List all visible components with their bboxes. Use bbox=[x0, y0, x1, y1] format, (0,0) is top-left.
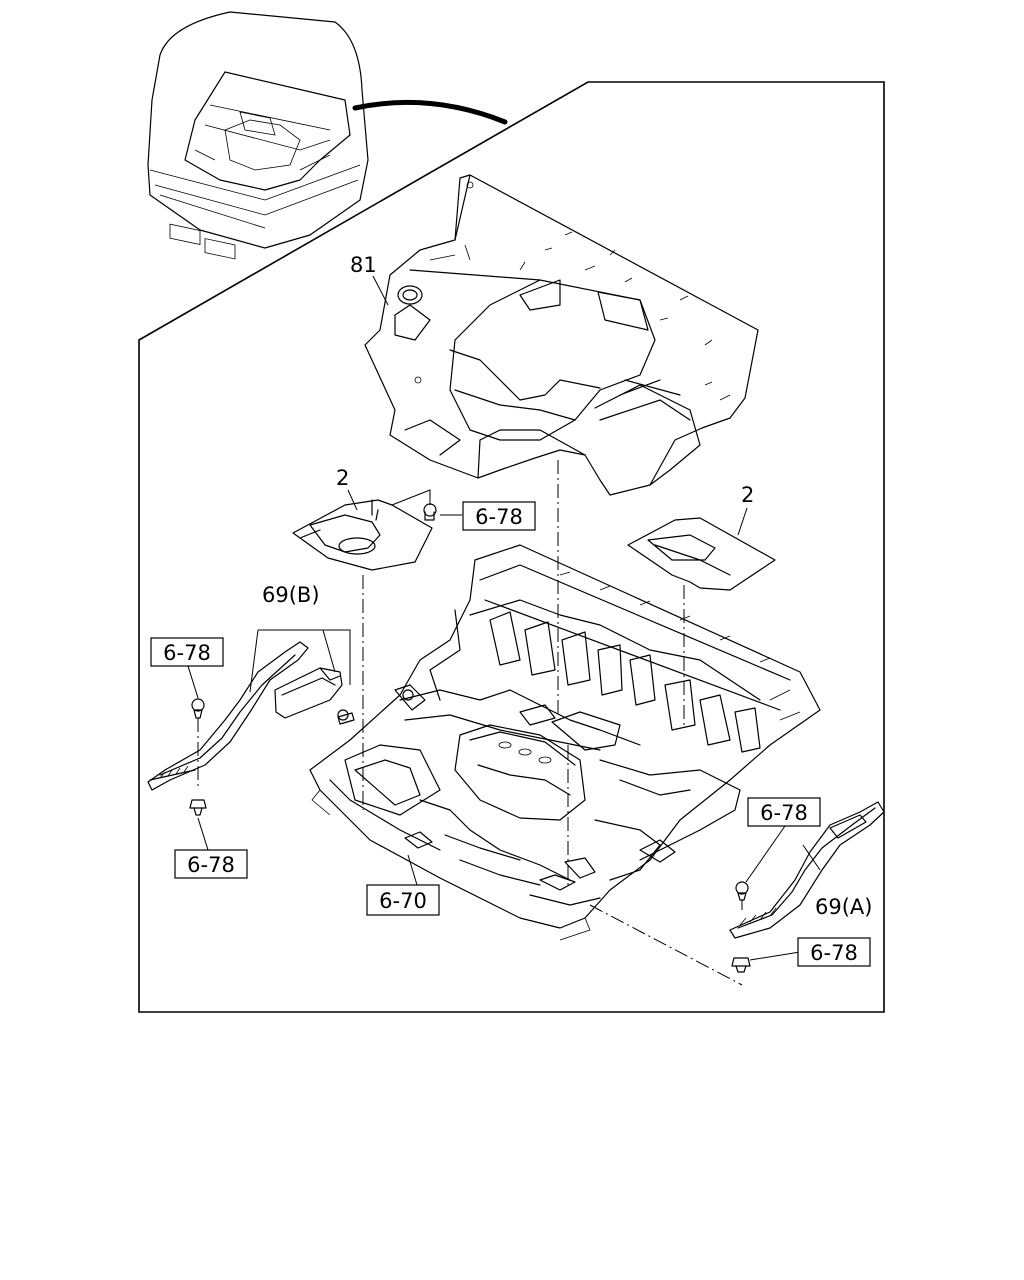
svg-text:81: 81 bbox=[350, 253, 377, 277]
cab-overview-inset bbox=[147, 11, 508, 260]
callout-2-left: 2 bbox=[336, 466, 349, 490]
floor-panel-6-70 bbox=[309, 544, 821, 941]
svg-text:6-78: 6-78 bbox=[187, 853, 235, 877]
ref-box-6-78-right-top: 6-78 bbox=[747, 797, 821, 827]
floor-insulator-81 bbox=[364, 174, 759, 496]
svg-text:6-70: 6-70 bbox=[379, 889, 427, 913]
clip-left-bottom bbox=[189, 799, 207, 816]
svg-text:69(A): 69(A) bbox=[815, 895, 872, 919]
svg-text:69(B): 69(B) bbox=[262, 583, 320, 607]
svg-text:2: 2 bbox=[336, 466, 349, 490]
detail-frame bbox=[138, 81, 885, 1013]
callout-81: 81 bbox=[350, 253, 377, 277]
clip-left-top bbox=[191, 698, 205, 719]
ref-box-6-78-left-top: 6-78 bbox=[150, 637, 224, 667]
heat-insulator-2-right bbox=[627, 517, 776, 591]
svg-text:2: 2 bbox=[741, 483, 754, 507]
callout-2-right: 2 bbox=[741, 483, 754, 507]
ref-box-6-78-center: 6-78 bbox=[462, 501, 536, 531]
svg-text:6-78: 6-78 bbox=[475, 505, 523, 529]
assembly-lines bbox=[197, 460, 743, 986]
svg-text:6-78: 6-78 bbox=[163, 641, 211, 665]
clip-right-bottom bbox=[731, 957, 751, 973]
leader-lines bbox=[187, 275, 821, 961]
heat-insulator-2-left bbox=[292, 489, 437, 571]
ref-box-6-70: 6-70 bbox=[366, 884, 440, 916]
callout-69b: 69(B) bbox=[262, 583, 320, 607]
callout-69a: 69(A) bbox=[815, 895, 872, 919]
scuff-plate-69b bbox=[147, 641, 355, 791]
scuff-plate-69a bbox=[729, 801, 885, 939]
ref-box-6-78-left-bottom: 6-78 bbox=[174, 849, 248, 879]
clip-right-top bbox=[735, 881, 749, 901]
svg-text:6-78: 6-78 bbox=[810, 941, 858, 965]
svg-text:6-78: 6-78 bbox=[760, 801, 808, 825]
ref-box-6-78-right-bottom: 6-78 bbox=[797, 937, 871, 967]
